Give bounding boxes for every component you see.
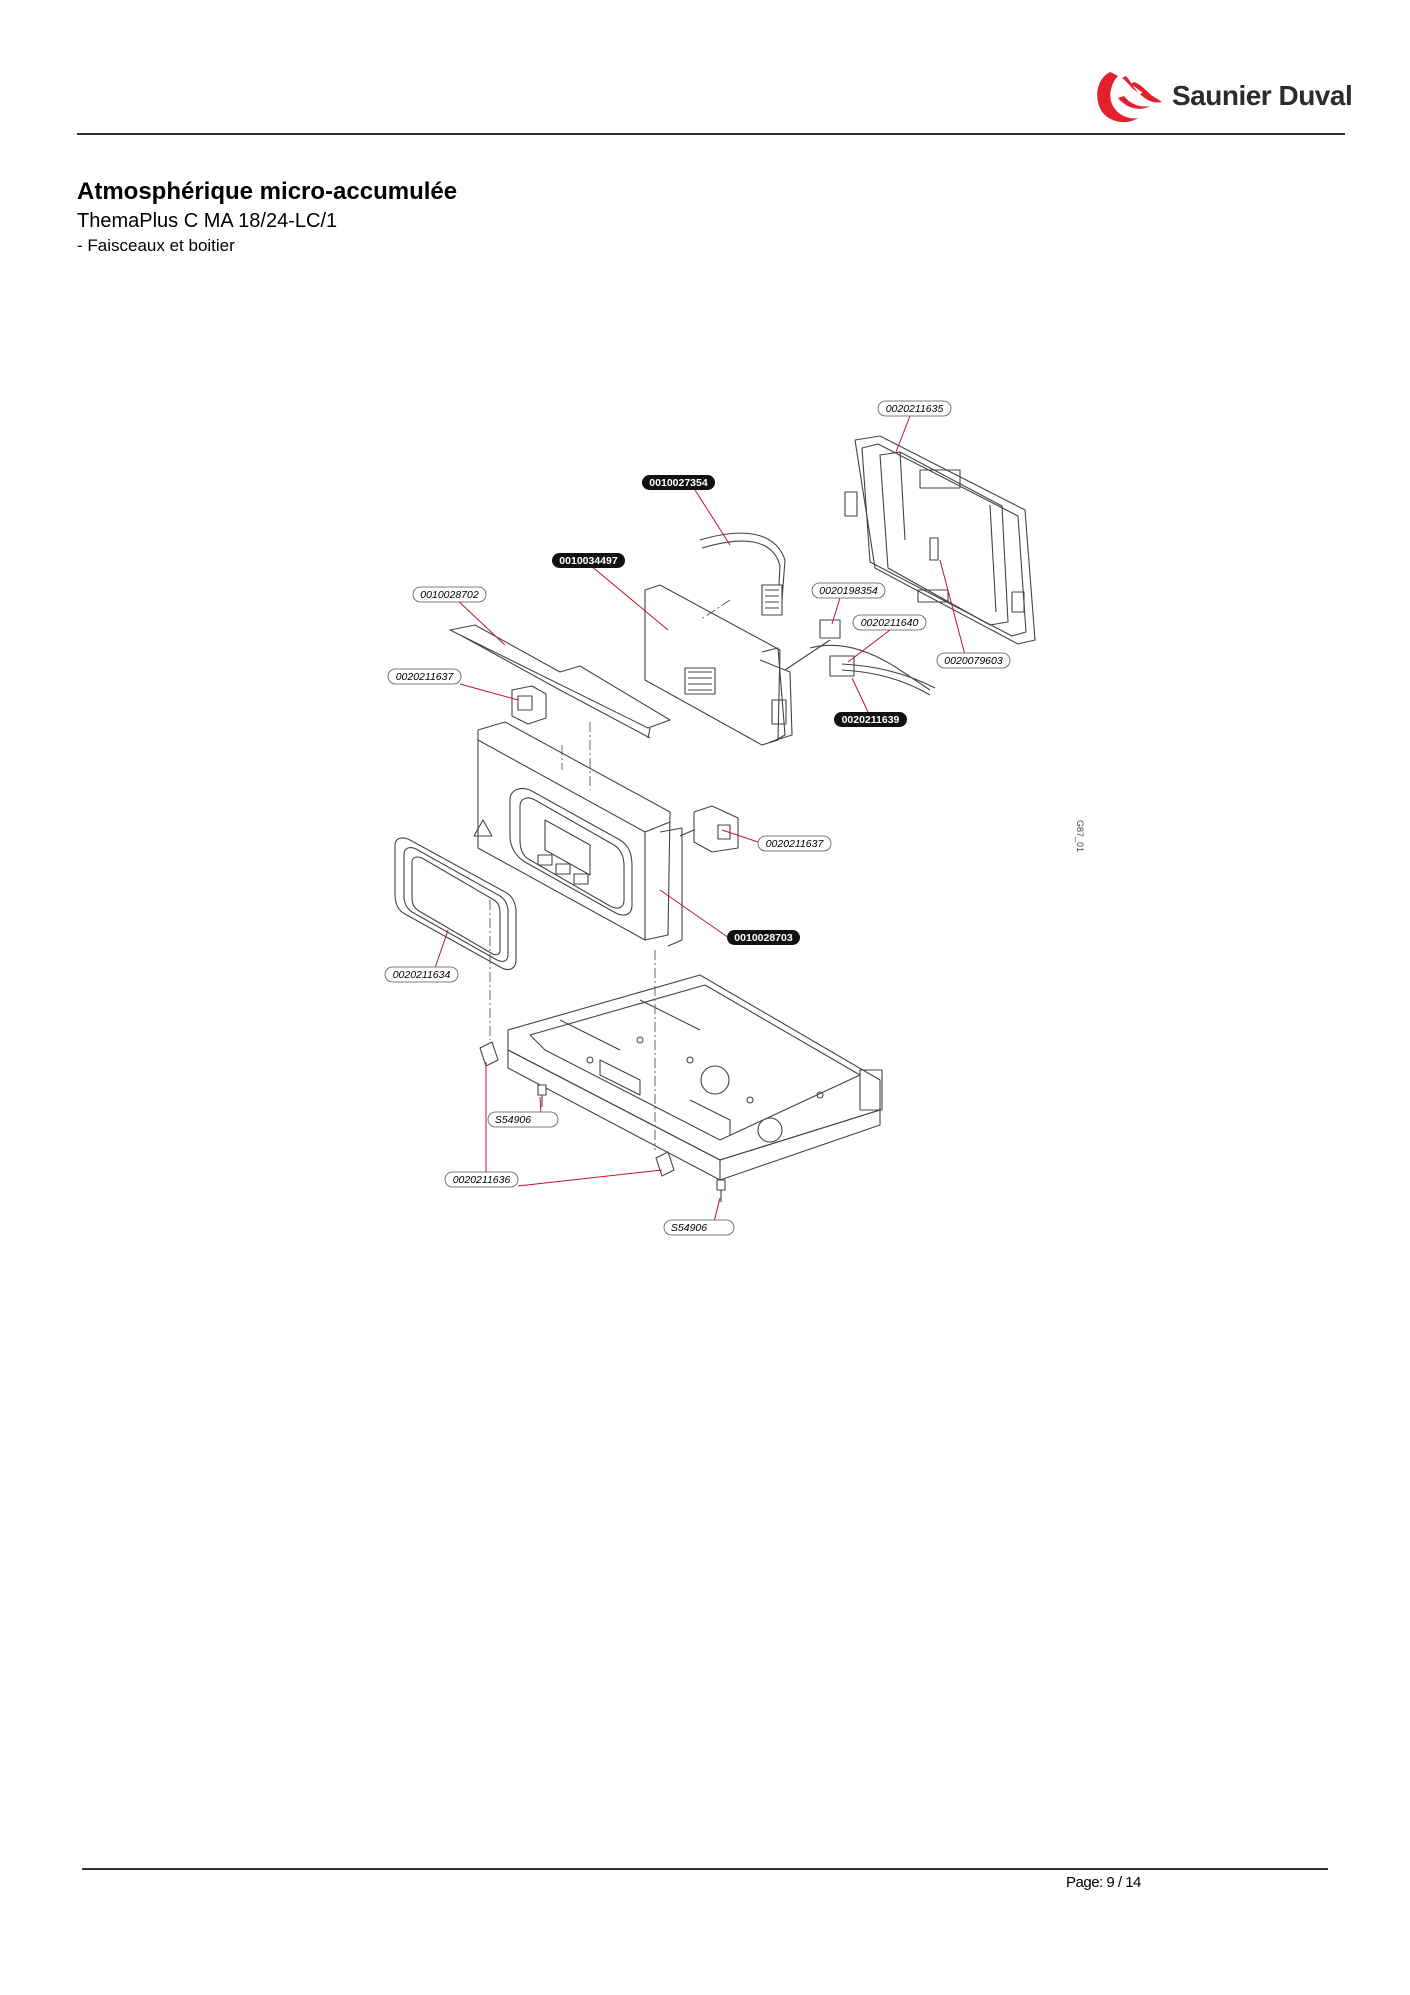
svg-text:0020211637: 0020211637 [766, 838, 825, 850]
chassis-tray [507, 974, 883, 1181]
screw-left [537, 1084, 547, 1107]
page-title: Atmosphérique micro-accumulée [77, 178, 458, 205]
svg-text:0020211640: 0020211640 [861, 617, 919, 629]
part-label-0020211634: 0020211634 [384, 966, 459, 983]
part-label-0020198354: 0020198354 [811, 582, 886, 599]
flame-logo-icon [1097, 72, 1162, 123]
insulation-strip [449, 624, 671, 739]
svg-text:0020198354: 0020198354 [819, 585, 878, 597]
cable-clip-left [511, 685, 547, 725]
part-label-0020211636: 0020211636 [444, 1171, 519, 1188]
model-name: ThemaPlus C MA 18/24-LC/1 [77, 210, 338, 232]
svg-text:0010027354: 0010027354 [649, 477, 708, 489]
saunier-duval-logo: Saunier Duval [1088, 64, 1353, 128]
wiring-harness [699, 532, 786, 616]
svg-text:0020211637: 0020211637 [396, 671, 455, 683]
svg-text:0020211635: 0020211635 [886, 403, 944, 415]
brand-name: Saunier Duval [1172, 80, 1353, 111]
hinge-bracket-right [655, 1151, 675, 1177]
part-label-0020211635: 0020211635 [877, 400, 952, 417]
part-label-0020211640: 0020211640 [852, 614, 927, 631]
part-label-0010028702: 0010028702 [412, 586, 487, 603]
part-label-0010028703: 0010028703 [727, 930, 800, 945]
part-label-s54906-left: S54906 [487, 1111, 559, 1128]
footer-divider [82, 1868, 1328, 1870]
section-name: - Faisceaux et boitier [77, 236, 235, 255]
svg-text:0020211636: 0020211636 [453, 1174, 511, 1186]
svg-text:0020211639: 0020211639 [842, 714, 900, 726]
alignment-lines [489, 599, 731, 1150]
connector-wires [784, 619, 936, 696]
part-label-0020211637-left: 0020211637 [387, 668, 462, 685]
control-box-housing [473, 721, 683, 947]
svg-text:0010028703: 0010028703 [734, 932, 793, 944]
svg-text:S54906: S54906 [495, 1114, 531, 1126]
page-number: Page: 9 / 14 [1066, 1874, 1141, 1891]
rear-cover-frame [844, 435, 1036, 645]
svg-text:0020079603: 0020079603 [944, 655, 1003, 667]
part-label-0020079603: 0020079603 [936, 652, 1011, 669]
window-gasket [394, 837, 517, 971]
part-label-s54906-right: S54906 [663, 1219, 735, 1236]
hinge-bracket-left [479, 1041, 499, 1067]
main-circuit-board [644, 584, 793, 746]
part-label-0020211639: 0020211639 [834, 712, 907, 727]
cable-clip-right [679, 805, 739, 853]
part-label-0010034497: 0010034497 [552, 553, 625, 568]
svg-text:0010034497: 0010034497 [559, 555, 618, 567]
part-label-0020211637-right: 0020211637 [757, 835, 832, 852]
svg-text:0020211634: 0020211634 [393, 969, 451, 981]
svg-text:0010028702: 0010028702 [420, 589, 479, 601]
svg-text:S54906: S54906 [671, 1222, 707, 1234]
drawing-reference: G87_01 [1075, 820, 1085, 852]
leader-lines [431, 415, 966, 1231]
part-label-0010027354: 0010027354 [642, 475, 715, 490]
screw-right [716, 1179, 726, 1202]
header-divider [77, 133, 1345, 135]
